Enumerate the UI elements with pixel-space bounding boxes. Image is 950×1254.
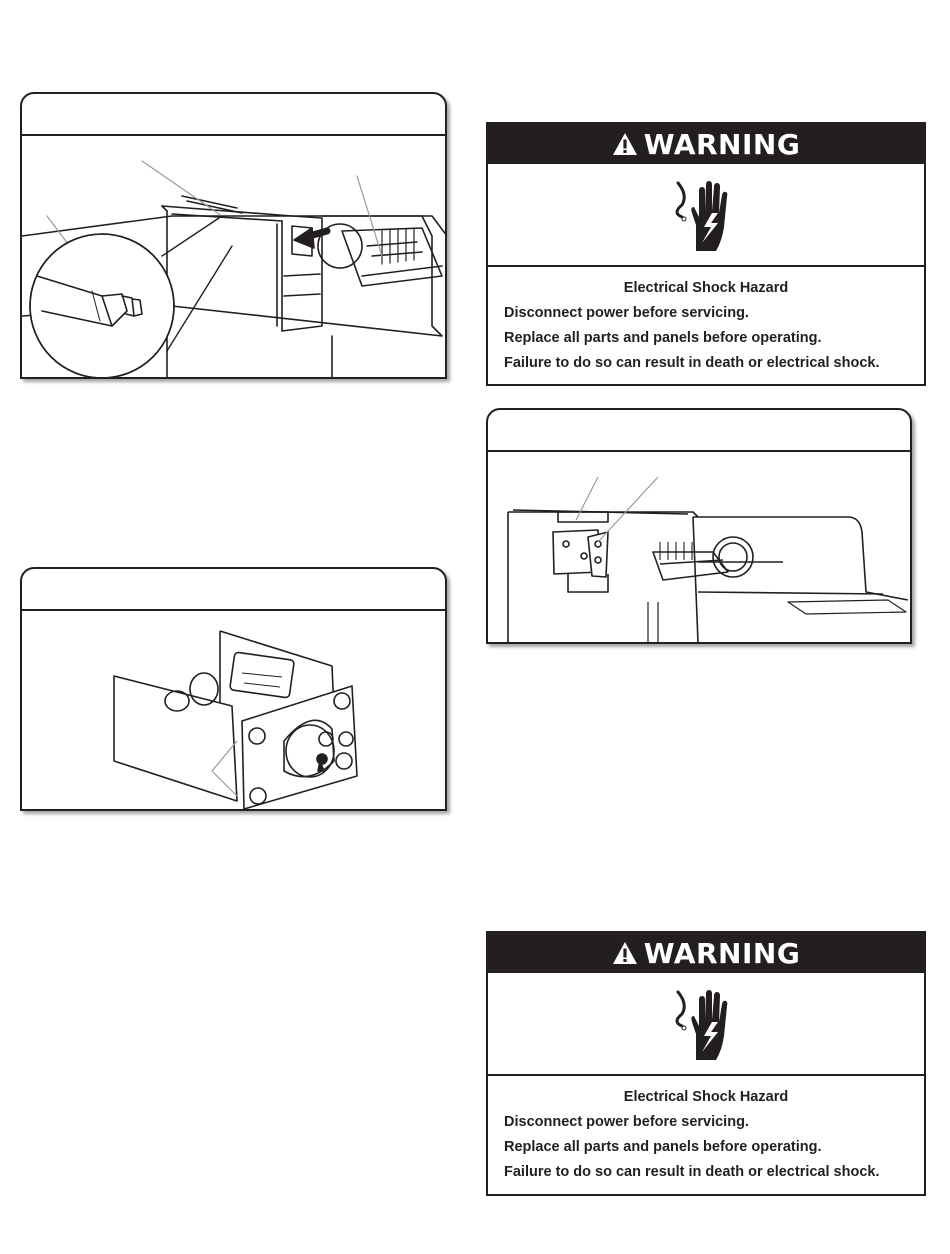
warning-line: Failure to do so can result in death or … [504, 1164, 880, 1180]
warning-triangle-icon [612, 133, 637, 155]
figure-header [22, 569, 445, 611]
electrical-shock-warning: WARNING Electrical Shock Hazard Disconne… [486, 122, 926, 386]
warning-title: WARNING [643, 127, 801, 161]
warning-triangle-icon [612, 942, 637, 964]
ice-maker-wiring-illustration [507, 476, 909, 642]
ice-maker-fill-tube-illustration [22, 160, 445, 377]
ice-maker-wiring-figure [486, 408, 912, 644]
warning-icon-row [488, 973, 924, 1076]
warning-body: Electrical Shock Hazard Disconnect power… [488, 1076, 924, 1180]
warning-icon-row [488, 164, 924, 267]
warning-line: Replace all parts and panels before oper… [504, 330, 822, 346]
warning-header: WARNING [488, 124, 924, 164]
hazard-title: Electrical Shock Hazard [623, 1089, 789, 1105]
warning-title: WARNING [643, 936, 801, 970]
mounting-bracket-illustration [113, 630, 358, 809]
electrical-shock-warning: WARNING Electrical Shock Hazard Disconne… [486, 931, 926, 1196]
electrical-shock-hand-icon [675, 180, 728, 251]
warning-body: Electrical Shock Hazard Disconnect power… [488, 267, 924, 371]
ice-maker-fill-tube-figure [20, 92, 447, 379]
warning-header: WARNING [488, 933, 924, 973]
warning-line: Failure to do so can result in death or … [504, 355, 880, 371]
electrical-shock-hand-icon [675, 989, 728, 1060]
figure-header [488, 410, 910, 452]
hazard-title: Electrical Shock Hazard [623, 280, 789, 296]
warning-line: Replace all parts and panels before oper… [504, 1139, 822, 1155]
ice-maker-mounting-bracket-figure [20, 567, 447, 811]
warning-line: Disconnect power before servicing. [504, 305, 749, 321]
warning-line: Disconnect power before servicing. [504, 1114, 749, 1130]
figure-header [22, 94, 445, 136]
